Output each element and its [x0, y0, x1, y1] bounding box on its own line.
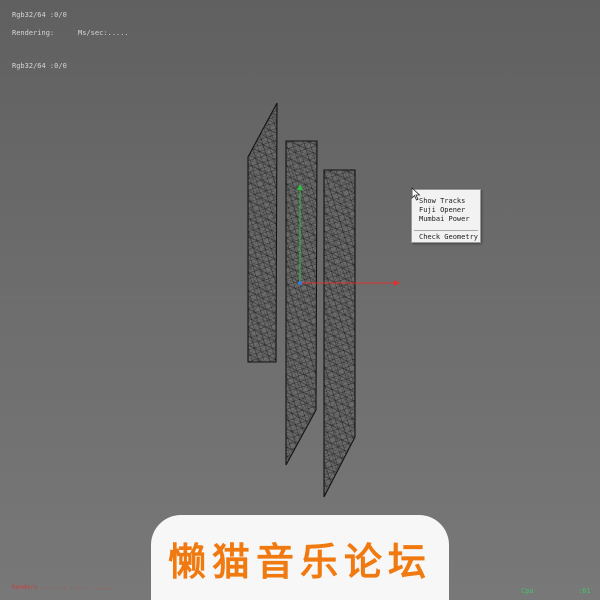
hud-rgb-readout: Rgb32/64 :0/0	[12, 11, 67, 19]
mesh-panel-center[interactable]	[285, 140, 318, 466]
transform-gizmo[interactable]	[297, 184, 400, 286]
hud-rendering-label: Rendering:	[12, 29, 55, 37]
watermark-banner: 懒猫音乐论坛	[151, 515, 449, 600]
watermark-text: 懒猫音乐论坛	[167, 540, 432, 584]
cpu-label: Cpu	[521, 587, 534, 595]
cpu-value: :61	[578, 587, 591, 595]
mesh-panel-left[interactable]	[247, 102, 278, 363]
menu-item-mumbai-power[interactable]: Mumbai Power	[419, 215, 470, 223]
status-bar-left-text: Renders ......: ...... ......	[12, 584, 117, 591]
menu-separator	[414, 230, 478, 231]
menu-item-fuji-opener[interactable]: Fuji Opener	[419, 206, 466, 214]
menu-item-check-geometry[interactable]: Check Geometry	[419, 233, 479, 241]
hud-rendering-value: Ms/sec:.....	[78, 29, 129, 37]
hud-rgb-readout-secondary: Rgb32/64 :0/0	[12, 62, 67, 70]
menu-item-show-tracks[interactable]: Show Tracks	[419, 197, 466, 205]
mouse-pointer-icon	[411, 187, 421, 201]
context-menu: Show Tracks Fuji Opener Mumbai Power Che…	[411, 189, 481, 243]
mesh-panel-right[interactable]	[323, 169, 356, 498]
